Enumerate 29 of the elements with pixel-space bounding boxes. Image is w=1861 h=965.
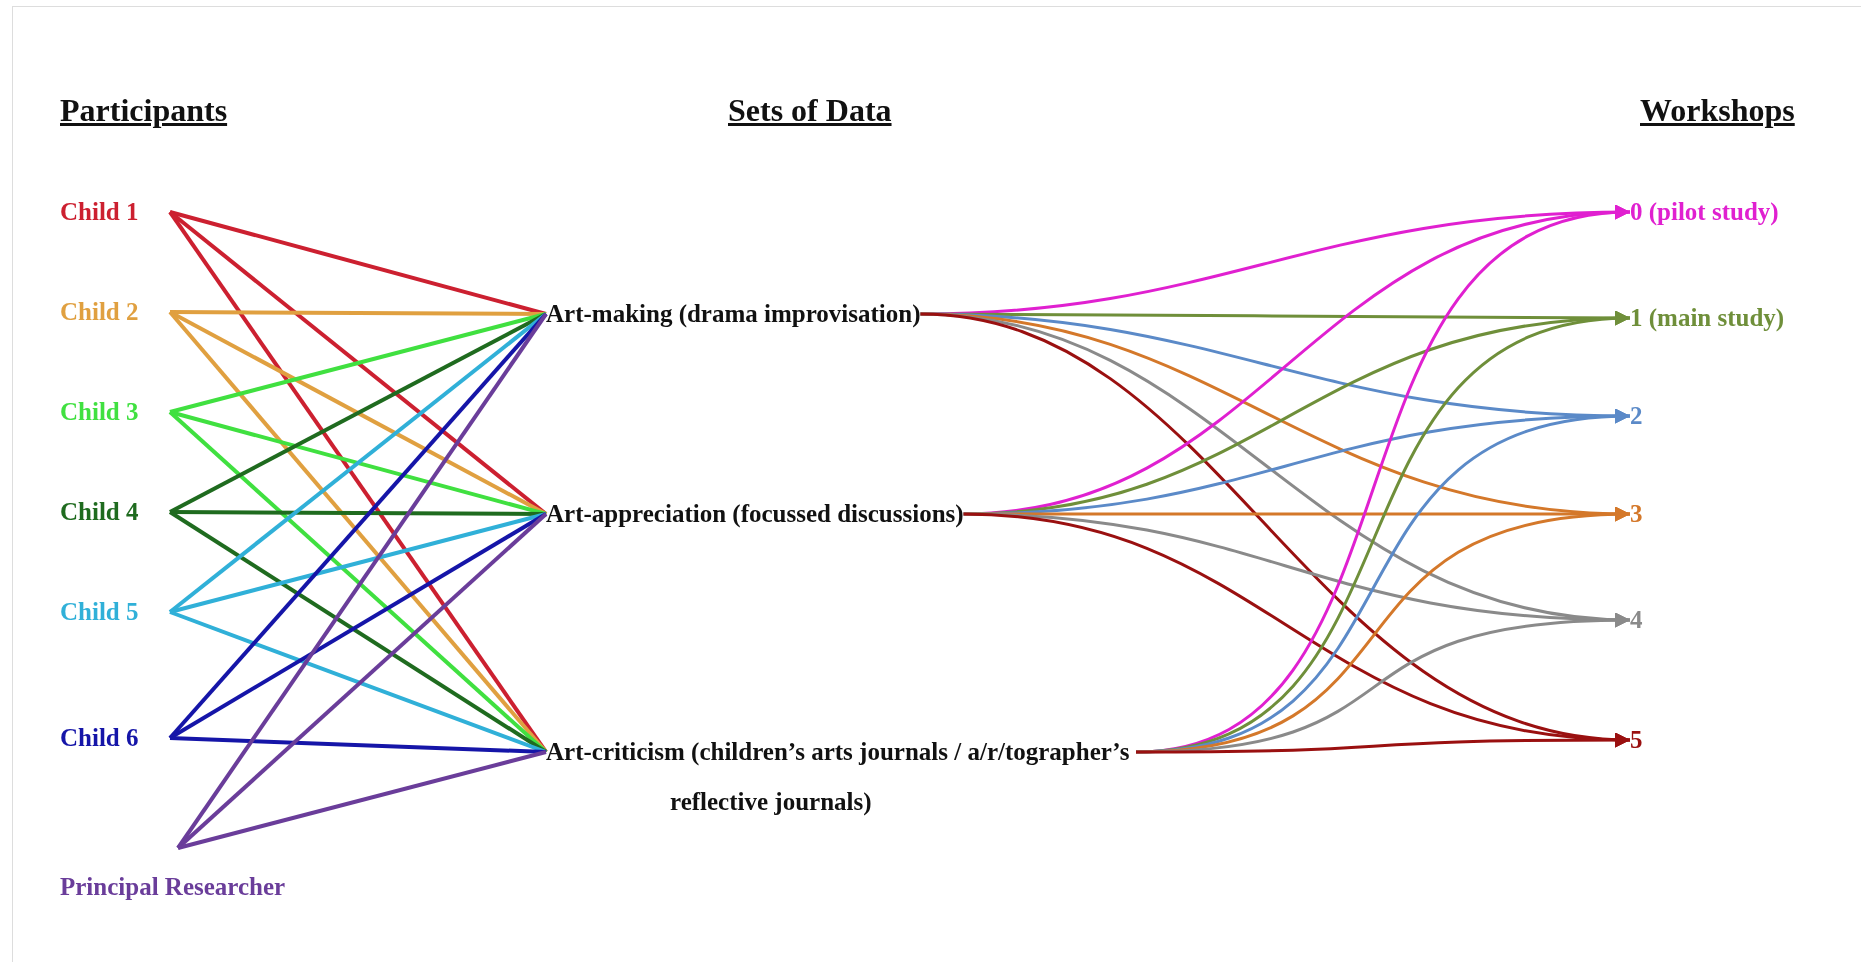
connector-line	[170, 310, 546, 316]
participant-label: Child 5	[60, 597, 140, 627]
workshop-label: 2	[1630, 401, 1643, 431]
connector-line	[177, 750, 547, 850]
data-set-label: Art-making (drama improvisation)	[546, 299, 921, 329]
sets-of-data-heading: Sets of Data	[728, 92, 892, 129]
workshop-label: 5	[1630, 725, 1643, 755]
data-set-label: Art-criticism (children’s arts journals / a/r/tographer’s reflective journals)	[546, 737, 1131, 818]
data-set-label: Art-appreciation (focussed discussions)	[546, 499, 964, 529]
participant-label: Child 4	[60, 497, 140, 527]
participant-label: Child 1	[60, 197, 140, 227]
workshop-label: 4	[1630, 605, 1643, 635]
participant-label: Child 3	[60, 397, 140, 427]
curved-arrow	[1136, 732, 1630, 754]
connector-line	[169, 736, 547, 754]
participant-label: Principal Researcher	[60, 872, 286, 902]
participant-label: Child 6	[60, 723, 140, 753]
workshops-heading: Workshops	[1640, 92, 1795, 129]
participants-heading: Participants	[60, 92, 228, 129]
connector-line	[168, 312, 548, 614]
connector-line	[176, 512, 548, 850]
workshop-label: 3	[1630, 499, 1643, 529]
workshop-label: 1 (main study)	[1630, 303, 1785, 333]
connector-line	[169, 312, 547, 414]
participant-label: Child 2	[60, 297, 140, 327]
connector-line	[169, 610, 547, 754]
workshop-label: 0 (pilot study)	[1630, 197, 1779, 227]
connector-line	[169, 512, 547, 614]
connector-line	[176, 312, 548, 850]
